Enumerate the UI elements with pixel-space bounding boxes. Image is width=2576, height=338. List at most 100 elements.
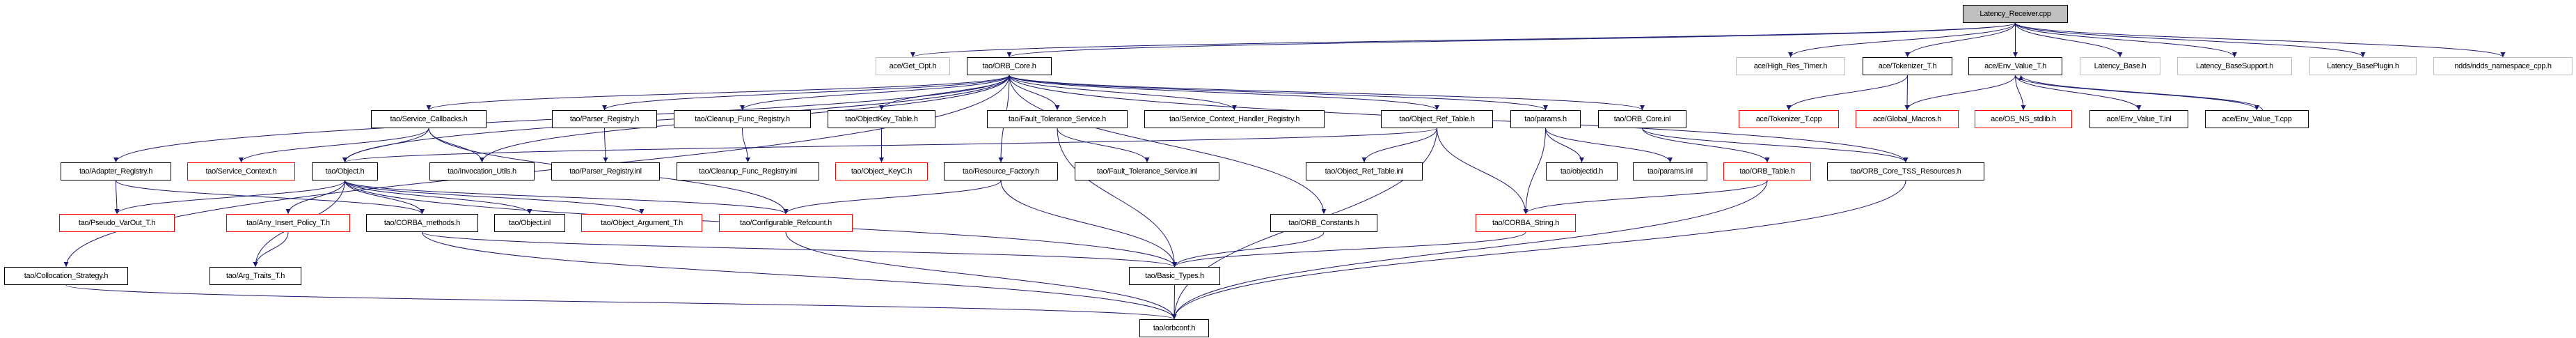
edge-corbam-to-basic [422, 231, 1177, 268]
edge-lr-to-getopt [910, 22, 2016, 58]
graph-node-orbconst[interactable]: tao/ORB_Constants.h [1270, 214, 1377, 232]
edge-envh-to-envinl [2015, 75, 2142, 111]
graph-node-svcctx[interactable]: tao/Service_Context.h [187, 162, 295, 180]
edge-lr-to-tokh [1905, 22, 2016, 58]
edge-cstring-to-basic [1172, 231, 1526, 268]
edge-fts-to-ftsinl [1057, 128, 1150, 163]
graph-node-osstd[interactable]: ace/OS_NS_stdlib.h [1975, 110, 2072, 128]
graph-node-orbtable[interactable]: tao/ORB_Table.h [1723, 162, 1811, 180]
edge-tss-to-orbconf [1171, 180, 1906, 320]
graph-node-lbase: Latency_Base.h [2080, 57, 2160, 75]
edge-objh-to-objinl [345, 180, 532, 215]
edge-ort-to-cstring [1437, 128, 1528, 215]
graph-node-basic[interactable]: tao/Basic_Types.h [1129, 267, 1220, 285]
graph-node-svccb[interactable]: tao/Service_Callbacks.h [371, 110, 487, 128]
edge-objh-to-pseudo [114, 180, 345, 215]
edge-objh-to-corbam [345, 180, 425, 215]
edge-tokh-to-tokcpp [1786, 75, 1908, 111]
graph-node-orbconf[interactable]: tao/orbconf.h [1139, 319, 1209, 337]
edge-lr-to-orbcore [1006, 22, 2016, 58]
graph-node-anyins[interactable]: tao/Any_Insert_Policy_T.h [226, 214, 350, 232]
edge-objh-to-confref [345, 180, 789, 215]
graph-node-ftsinl[interactable]: tao/Fault_Tolerance_Service.inl [1075, 162, 1219, 180]
graph-node-ndds: ndds/ndds_namespace_cpp.h [2433, 57, 2573, 75]
edge-envcpp-to-envh [2018, 75, 2263, 111]
edge-envh-to-gmac [1904, 75, 2016, 111]
graph-node-getopt: ace/Get_Opt.h [876, 57, 950, 75]
graph-node-lplug: Latency_BasePlugin.h [2309, 57, 2417, 75]
edge-orbcore-to-ort [1009, 75, 1439, 111]
edge-svccb-to-invoc [428, 128, 484, 163]
edge-orbcore-to-cleanup [740, 75, 1010, 111]
edge-orbcore-to-fts [1009, 75, 1060, 111]
edge-fts-to-basic [1057, 128, 1177, 268]
edge-orbinl-to-orbtable [1642, 128, 1770, 163]
graph-node-parser[interactable]: tao/Parser_Registry.h [552, 110, 657, 128]
edge-cleanup-to-cleanupinl [742, 128, 750, 163]
graph-node-cstring[interactable]: tao/CORBA_String.h [1476, 214, 1576, 232]
edge-basic-to-orbconf [1171, 284, 1177, 320]
edge-adapter-to-corbam [116, 180, 425, 215]
graph-node-objid[interactable]: tao/objectid.h [1546, 162, 1618, 180]
graph-node-cleanupinl[interactable]: tao/Cleanup_Func_Registry.inl [677, 162, 819, 180]
edge-objh-to-objarg [345, 180, 645, 215]
graph-node-resf[interactable]: tao/Resource_Factory.h [944, 162, 1058, 180]
graph-node-colloc[interactable]: tao/Collocation_Strategy.h [4, 267, 128, 285]
graph-node-tokh[interactable]: ace/Tokenizer_T.h [1863, 57, 1952, 75]
graph-node-cleanup[interactable]: tao/Cleanup_Func_Registry.h [674, 110, 811, 128]
graph-node-envcpp[interactable]: ace/Env_Value_T.cpp [2205, 110, 2309, 128]
graph-node-lsupp: Latency_BaseSupport.h [2177, 57, 2292, 75]
edge-orbcore-to-params [1009, 75, 1548, 111]
edge-envh-to-osstd [2015, 75, 2026, 111]
graph-node-objarg[interactable]: tao/Object_Argument_T.h [581, 214, 702, 232]
graph-node-confref[interactable]: tao/Configurable_Refcount.h [719, 214, 853, 232]
edge-resf-to-confref [783, 180, 1002, 215]
edge-ort-to-objh [342, 128, 1437, 163]
edge-ort-to-ortinl [1361, 128, 1437, 163]
graph-node-envinl[interactable]: ace/Env_Value_T.inl [2089, 110, 2188, 128]
edge-orbcore-to-orbinl [1009, 75, 1645, 111]
edge-colloc-to-orbconf [65, 284, 1177, 320]
graph-node-ort[interactable]: tao/Object_Ref_Table.h [1381, 110, 1493, 128]
edge-confref-to-orbconf [785, 231, 1177, 320]
edge-svccb-to-objh [342, 128, 429, 163]
graph-node-orbcore[interactable]: tao/ORB_Core.h [967, 57, 1052, 75]
graph-node-ortinl[interactable]: tao/Object_Ref_Table.inl [1306, 162, 1423, 180]
graph-node-paramsinl[interactable]: tao/params.inl [1633, 162, 1707, 180]
edge-params-to-cstring [1523, 128, 1546, 215]
edge-params-to-paramsinl [1545, 128, 1673, 163]
edge-orbcore-to-parser [602, 75, 1010, 111]
graph-node-envh[interactable]: ace/Env_Value_T.h [1968, 57, 2062, 75]
graph-node-lr[interactable]: Latency_Receiver.cpp [1963, 5, 2068, 23]
graph-node-fts[interactable]: tao/Fault_Tolerance_Service.h [987, 110, 1128, 128]
edge-resf-to-basic [1000, 180, 1177, 268]
graph-node-objinl[interactable]: tao/Object.inl [494, 214, 565, 232]
graph-node-gmac[interactable]: ace/Global_Macros.h [1856, 110, 1959, 128]
edge-lr-to-lsupp [2015, 22, 2237, 58]
graph-node-orbinl[interactable]: tao/ORB_Core.inl [1598, 110, 1686, 128]
graph-node-tokcpp[interactable]: ace/Tokenizer_T.cpp [1739, 110, 1839, 128]
edge-orbcore-to-svccb [426, 75, 1010, 111]
graph-node-pseudo[interactable]: tao/Pseudo_VarOut_T.h [59, 214, 175, 232]
graph-node-argtr[interactable]: tao/Arg_Traits_T.h [210, 267, 301, 285]
edge-orbcore-to-schr [1009, 75, 1237, 111]
edge-lr-to-ndds [2015, 22, 2506, 58]
graph-node-objh[interactable]: tao/Object.h [312, 162, 378, 180]
graph-node-invoc[interactable]: tao/Invocation_Utils.h [429, 162, 535, 180]
edge-parser-to-parserinl [603, 128, 608, 163]
graph-node-adapter[interactable]: tao/Adapter_Registry.h [61, 162, 171, 180]
edge-orbtable-to-cstring [1523, 180, 1768, 215]
graph-node-corbam[interactable]: tao/CORBA_methods.h [366, 214, 478, 232]
edge-lr-to-lbase [2015, 22, 2123, 58]
graph-node-parserinl[interactable]: tao/Parser_Registry.inl [551, 162, 660, 180]
edge-orbconst-to-basic [1172, 231, 1325, 268]
graph-node-params[interactable]: tao/params.h [1510, 110, 1581, 128]
graph-node-okt[interactable]: tao/ObjectKey_Table.h [828, 110, 935, 128]
graph-node-schr[interactable]: tao/Service_Context_Handler_Registry.h [1144, 110, 1325, 128]
graph-node-okc[interactable]: tao/Object_KeyC.h [835, 162, 928, 180]
edge-orbcore-to-orbconst [1009, 75, 1327, 215]
edge-orbinl-to-tss [1642, 128, 1909, 163]
graph-node-tss[interactable]: tao/ORB_Core_TSS_Resources.h [1827, 162, 1984, 180]
edge-orbtable-to-orbconf [1171, 180, 1768, 320]
